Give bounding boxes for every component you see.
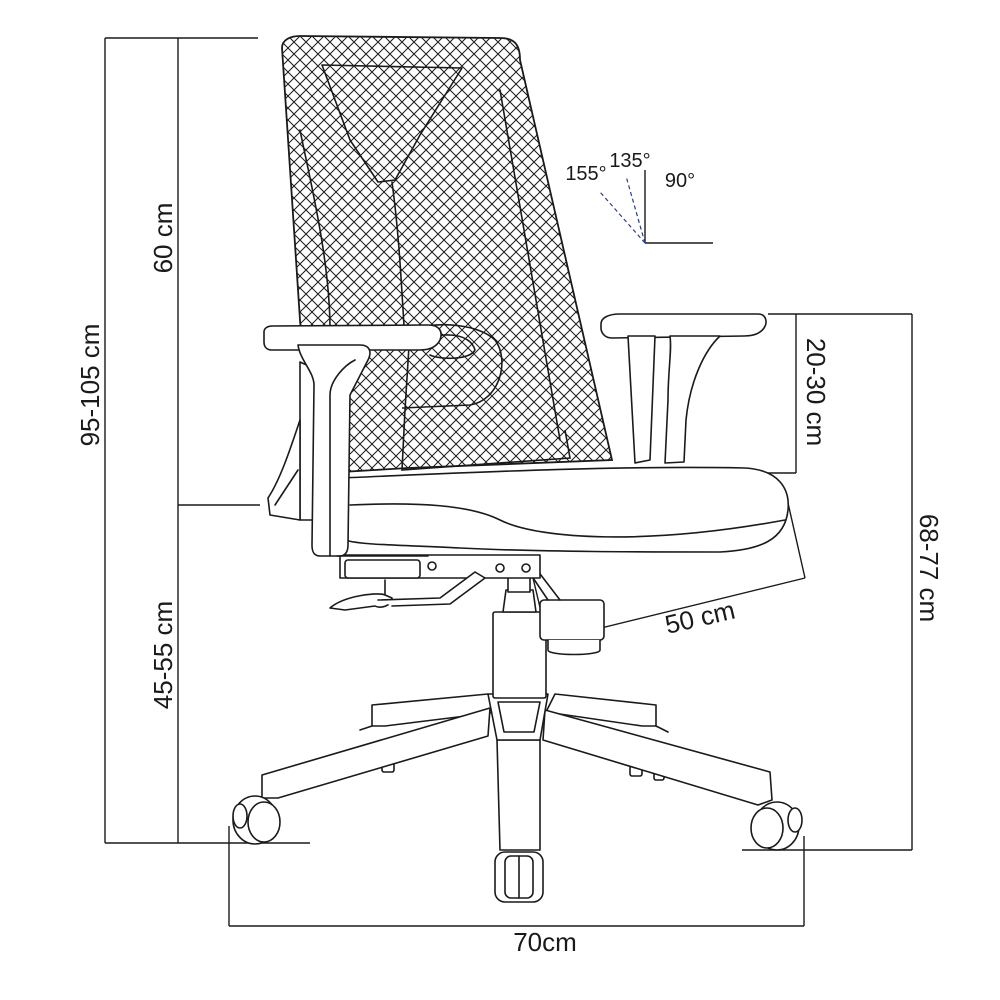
recline-90-label: 90° (665, 170, 695, 192)
gas-cylinder (492, 571, 547, 699)
caster-right (750, 801, 803, 851)
armrest-adjust-label: 20-30 cm (801, 338, 831, 446)
seat-cushion (339, 466, 790, 553)
dimension-labels: 95-105 cm 60 cm 45-55 cm 20-30 cm 68-77 … (75, 150, 944, 957)
seat-depth-label: 50 cm (662, 595, 738, 640)
base-width-label: 70cm (513, 927, 577, 957)
seat-height-label: 45-55 cm (148, 601, 178, 709)
seat-depth-right-tick (787, 502, 806, 579)
seat-mechanism (329, 554, 541, 611)
tension-knob (524, 565, 605, 656)
chair-base (232, 693, 803, 903)
armrest-right (600, 313, 767, 464)
armrest-height-label: 68-77 cm (914, 514, 944, 622)
recline-135-dash (625, 175, 646, 244)
dimension-lines (104, 37, 913, 927)
recline-angle-indicator (599, 170, 713, 244)
caster-front (494, 851, 544, 903)
total-height-label: 95-105 cm (75, 324, 105, 447)
caster-left (232, 795, 281, 845)
recline-155-label: 155° (565, 163, 606, 185)
recline-155-dash (599, 191, 646, 244)
armrest-left (263, 324, 442, 557)
office-chair (232, 35, 803, 903)
recline-135-label: 135° (609, 150, 650, 172)
backrest-height-label: 60 cm (148, 203, 178, 274)
